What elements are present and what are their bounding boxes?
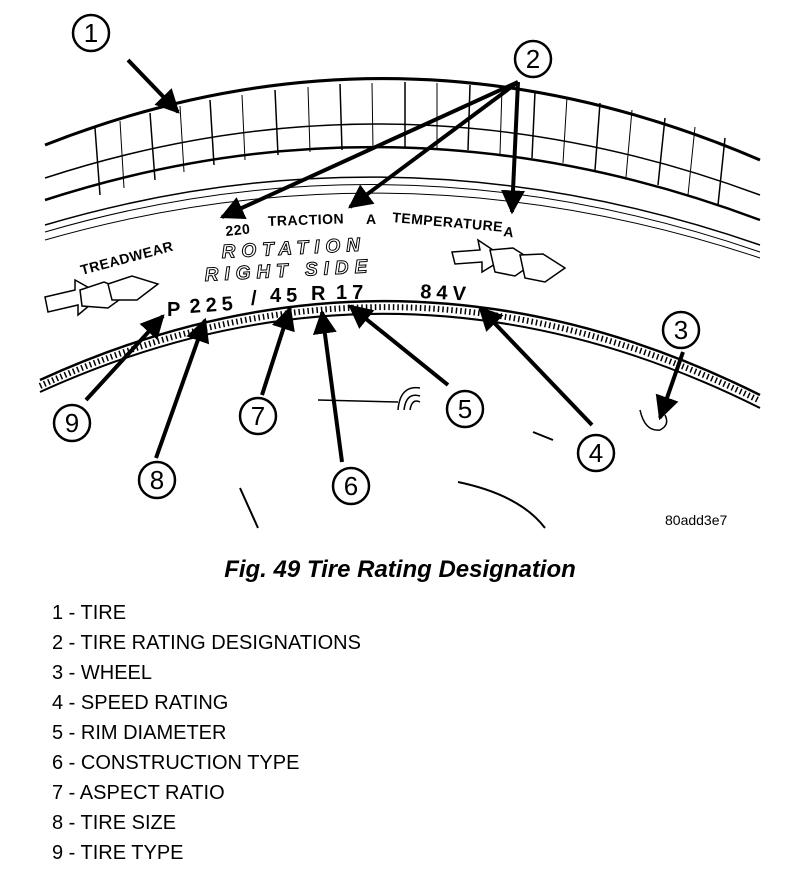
size-width: 225: [189, 293, 239, 318]
callout-number: 3: [674, 315, 688, 345]
legend-item: 6 - CONSTRUCTION TYPE: [52, 752, 300, 774]
arrow-6: [312, 309, 344, 463]
sidewall-markings: TREADWEAR 220 TRACTION A TEMPERATURE A R…: [79, 209, 516, 321]
callout-circle-9: [52, 403, 92, 443]
traction-value: A: [366, 211, 377, 227]
arrow-1: [126, 58, 180, 114]
sidewall-groove-3: [44, 192, 761, 259]
wheel-arc: [457, 481, 546, 529]
callout-circle-3: [661, 310, 701, 350]
rotation-arrows-right: [451, 238, 567, 283]
callout-number: 9: [65, 408, 79, 438]
callout-number: 6: [344, 471, 358, 501]
callout-circle-4: [576, 433, 616, 473]
wheel-line-left: [239, 487, 259, 529]
size-construction: R: [311, 283, 330, 305]
valve-stem: [397, 386, 421, 411]
rim-bead-inner: [39, 312, 761, 409]
rotation-arrows-left: [44, 275, 160, 317]
chevron-arrow-icon: [107, 275, 160, 301]
arrow-9: [84, 314, 165, 402]
callout-circle-5: [445, 389, 485, 429]
sidewall-groove-1: [44, 176, 761, 246]
callout-numbers: 1 2 3 4 5 6 7 8 9: [65, 18, 688, 501]
callout-number: 8: [150, 465, 164, 495]
wheel-hook: [639, 409, 668, 431]
legend-item: 5 - RIM DIAMETER: [52, 722, 227, 744]
leader-arrows: [84, 58, 685, 463]
tread-inner-line: [44, 123, 761, 196]
treadwear-value: 220: [225, 220, 251, 239]
figure-id: 80add3e7: [665, 512, 728, 528]
legend-item: 4 - SPEED RATING: [52, 692, 229, 714]
legend-item: 3 - WHEEL: [52, 662, 153, 684]
callout-number: 7: [251, 401, 265, 431]
tread-lower-edge: [44, 145, 761, 222]
legend-item: 2 - TIRE RATING DESIGNATIONS: [52, 632, 361, 654]
traction-label: TRACTION: [268, 210, 345, 229]
callout-number: 5: [458, 394, 472, 424]
figure-caption: Fig. 49 Tire Rating Designation: [224, 556, 576, 583]
chevron-arrow-icon: [519, 253, 567, 283]
temperature-value: A: [503, 223, 516, 240]
callout-number: 1: [84, 18, 98, 48]
legend-item: 9 - TIRE TYPE: [52, 842, 184, 864]
callout-number: 4: [589, 438, 603, 468]
wheel-line-mid: [317, 399, 399, 403]
callout-number: 2: [526, 44, 540, 74]
legend-item: 8 - TIRE SIZE: [52, 812, 177, 834]
size-slash: /: [251, 288, 262, 310]
legend-item: 7 - ASPECT RATIO: [52, 782, 225, 804]
callout-circle-6: [331, 466, 371, 506]
arrow-5: [348, 304, 450, 387]
size-aspect: 45: [270, 285, 302, 307]
callout-circle-8: [137, 460, 177, 500]
sidewall-groove-2: [44, 184, 761, 253]
arrow-2a: [219, 80, 519, 219]
callout-circles: [52, 13, 701, 506]
callout-circle-2: [513, 39, 553, 79]
arrow-8: [154, 317, 210, 459]
tire-rating-diagram: TREADWEAR 220 TRACTION A TEMPERATURE A R…: [38, 13, 762, 529]
treadwear-label: TREADWEAR: [79, 238, 175, 278]
temperature-label: TEMPERATURE: [392, 209, 504, 235]
tire-drawing: [38, 77, 762, 529]
size-tire-type: P: [167, 299, 185, 321]
wheel-dash: [532, 431, 554, 441]
callout-circle-1: [71, 13, 111, 53]
legend-item: 1 - TIRE: [52, 602, 127, 624]
size-rim: 17: [336, 282, 368, 304]
rim-bead-hatch: [38, 304, 762, 404]
tire-outer-edge: [44, 77, 761, 162]
arrow-3: [655, 351, 685, 421]
callout-circle-7: [238, 396, 278, 436]
load-speed: 84V: [420, 281, 472, 306]
arrow-7: [260, 305, 295, 396]
arrow-2c: [501, 81, 525, 215]
legend-list: 1 - TIRE 2 - TIRE RATING DESIGNATIONS 3 …: [52, 598, 361, 868]
arrow-4: [478, 306, 594, 427]
arrow-2b: [348, 80, 520, 209]
